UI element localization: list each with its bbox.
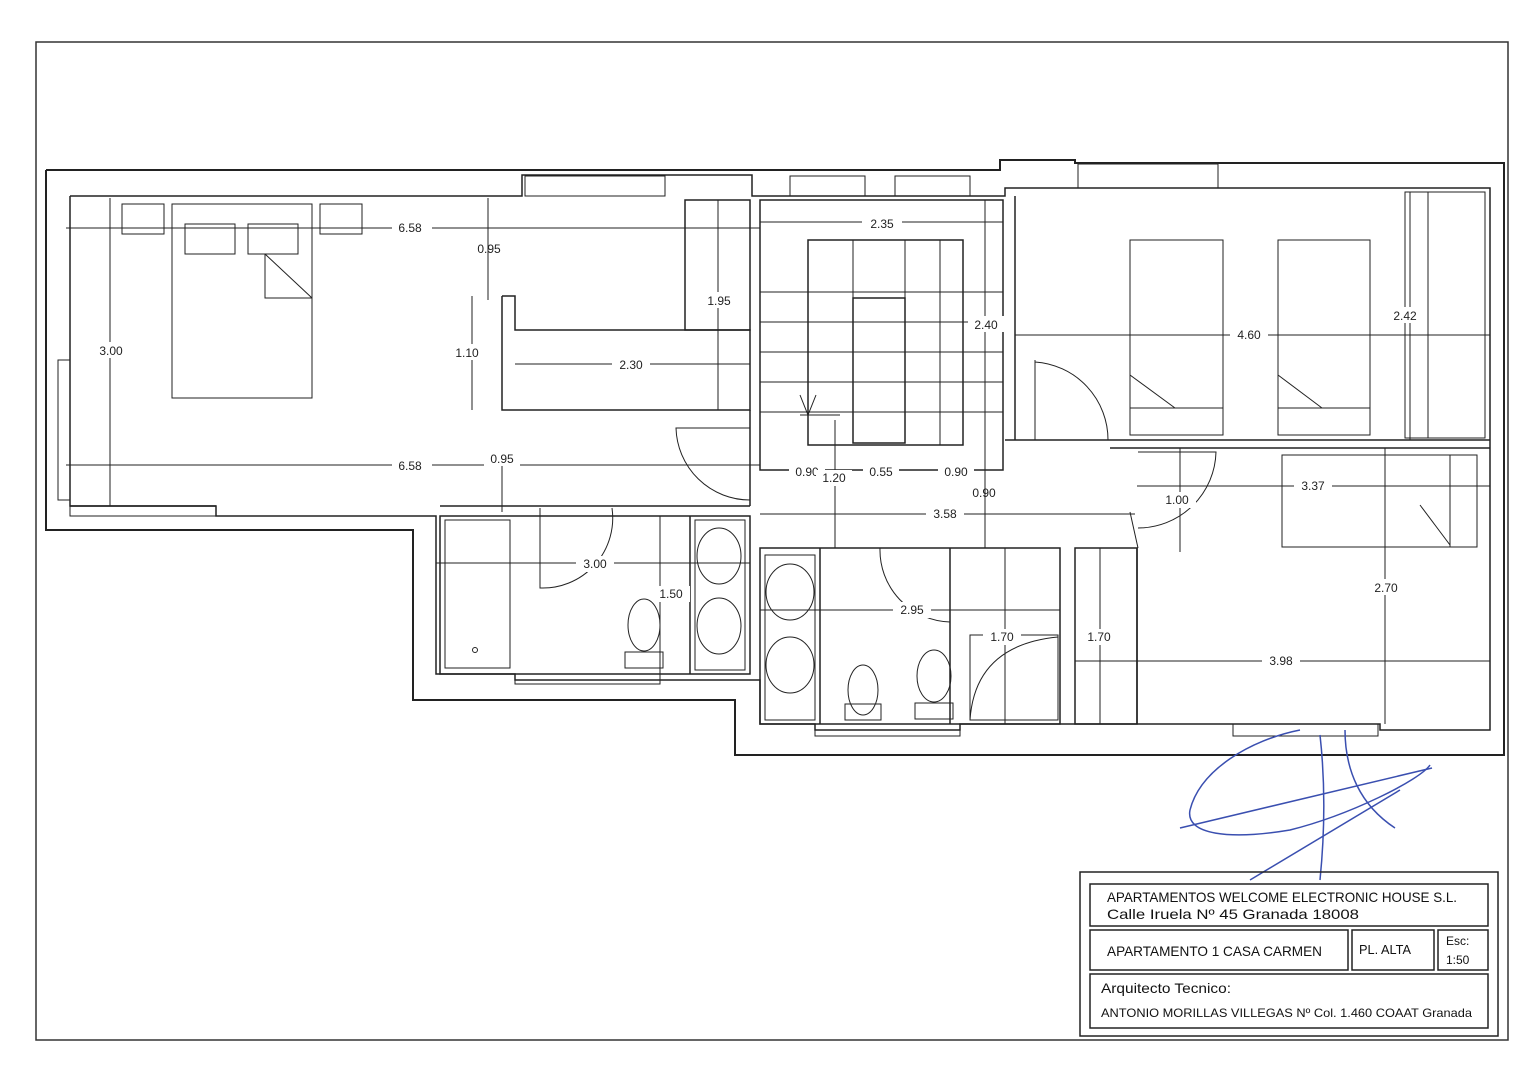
interior-walls	[70, 196, 1490, 725]
bed-3	[1281, 454, 1478, 548]
dim-label: 0.95	[490, 452, 514, 466]
toilet-1	[627, 598, 661, 652]
dim-label: 6.58	[398, 221, 422, 235]
plan-level: PL. ALTA	[1359, 942, 1411, 957]
dim-label: 1.70	[1087, 630, 1111, 644]
washbasin-2	[765, 563, 815, 621]
dim-label: 2.95	[900, 603, 924, 617]
project-name: APARTAMENTO 1 CASA CARMEN	[1107, 943, 1322, 959]
dim-label: 1.20	[822, 471, 846, 485]
dim-label: 3.00	[583, 557, 607, 571]
dim-label: 0.90	[972, 486, 996, 500]
dim-label: 1.50	[659, 587, 683, 601]
bidet	[847, 664, 879, 716]
architect-name: ANTONIO MORILLAS VILLEGAS Nº Col. 1.460 …	[1101, 1006, 1472, 1020]
dim-label: 2.30	[619, 358, 643, 372]
dim-label: 3.37	[1301, 479, 1325, 493]
dim-label: 3.98	[1269, 654, 1293, 668]
dim-label: 0.55	[869, 465, 893, 479]
dim-label: 0.90	[795, 465, 819, 479]
doors	[539, 360, 1217, 623]
stair-arrow	[799, 390, 817, 417]
dim-label: 1.10	[455, 346, 479, 360]
shower-tray	[969, 634, 1059, 721]
dimension-labels: 6.58 0.95 3.00 1.10 2.30 1.95 6.58 0.95 …	[92, 215, 1424, 669]
dim-label: 1.70	[990, 630, 1014, 644]
nightstand-right	[319, 203, 363, 235]
dim-label: 2.70	[1374, 581, 1398, 595]
dimension-lines	[66, 192, 1490, 724]
dim-label: 4.60	[1237, 328, 1261, 342]
signature	[1179, 729, 1433, 881]
role-label: Arquitecto Tecnico:	[1101, 980, 1231, 996]
scale-label: Esc:	[1446, 934, 1469, 948]
dim-label: 2.35	[870, 217, 894, 231]
toilet-2	[916, 649, 952, 703]
dim-label: 1.00	[1165, 493, 1189, 507]
bathtub	[444, 519, 511, 669]
dim-label: 6.58	[398, 459, 422, 473]
stair-treads	[760, 221, 1003, 445]
title-block	[1079, 871, 1499, 1037]
single-bed-1	[1129, 239, 1224, 436]
single-bed-2	[1277, 239, 1371, 436]
washbasin-1	[696, 527, 742, 585]
company-address: Calle Iruela Nº 45 Granada 18008	[1107, 906, 1359, 922]
nightstand-left	[121, 203, 165, 235]
dim-label: 2.42	[1393, 309, 1417, 323]
dim-label: 3.00	[99, 344, 123, 358]
windows	[57, 163, 1379, 737]
dim-label: 3.58	[933, 507, 957, 521]
double-bed	[171, 203, 313, 399]
furniture	[121, 191, 1486, 721]
scale-value: 1:50	[1446, 953, 1470, 967]
dim-label: 0.95	[477, 242, 501, 256]
dim-label: 1.95	[707, 294, 731, 308]
sheet-frame	[35, 41, 1509, 1041]
dim-label: 2.40	[974, 318, 998, 332]
dim-label: 0.90	[944, 465, 968, 479]
company-name: APARTAMENTOS WELCOME ELECTRONIC HOUSE S.…	[1107, 889, 1457, 905]
